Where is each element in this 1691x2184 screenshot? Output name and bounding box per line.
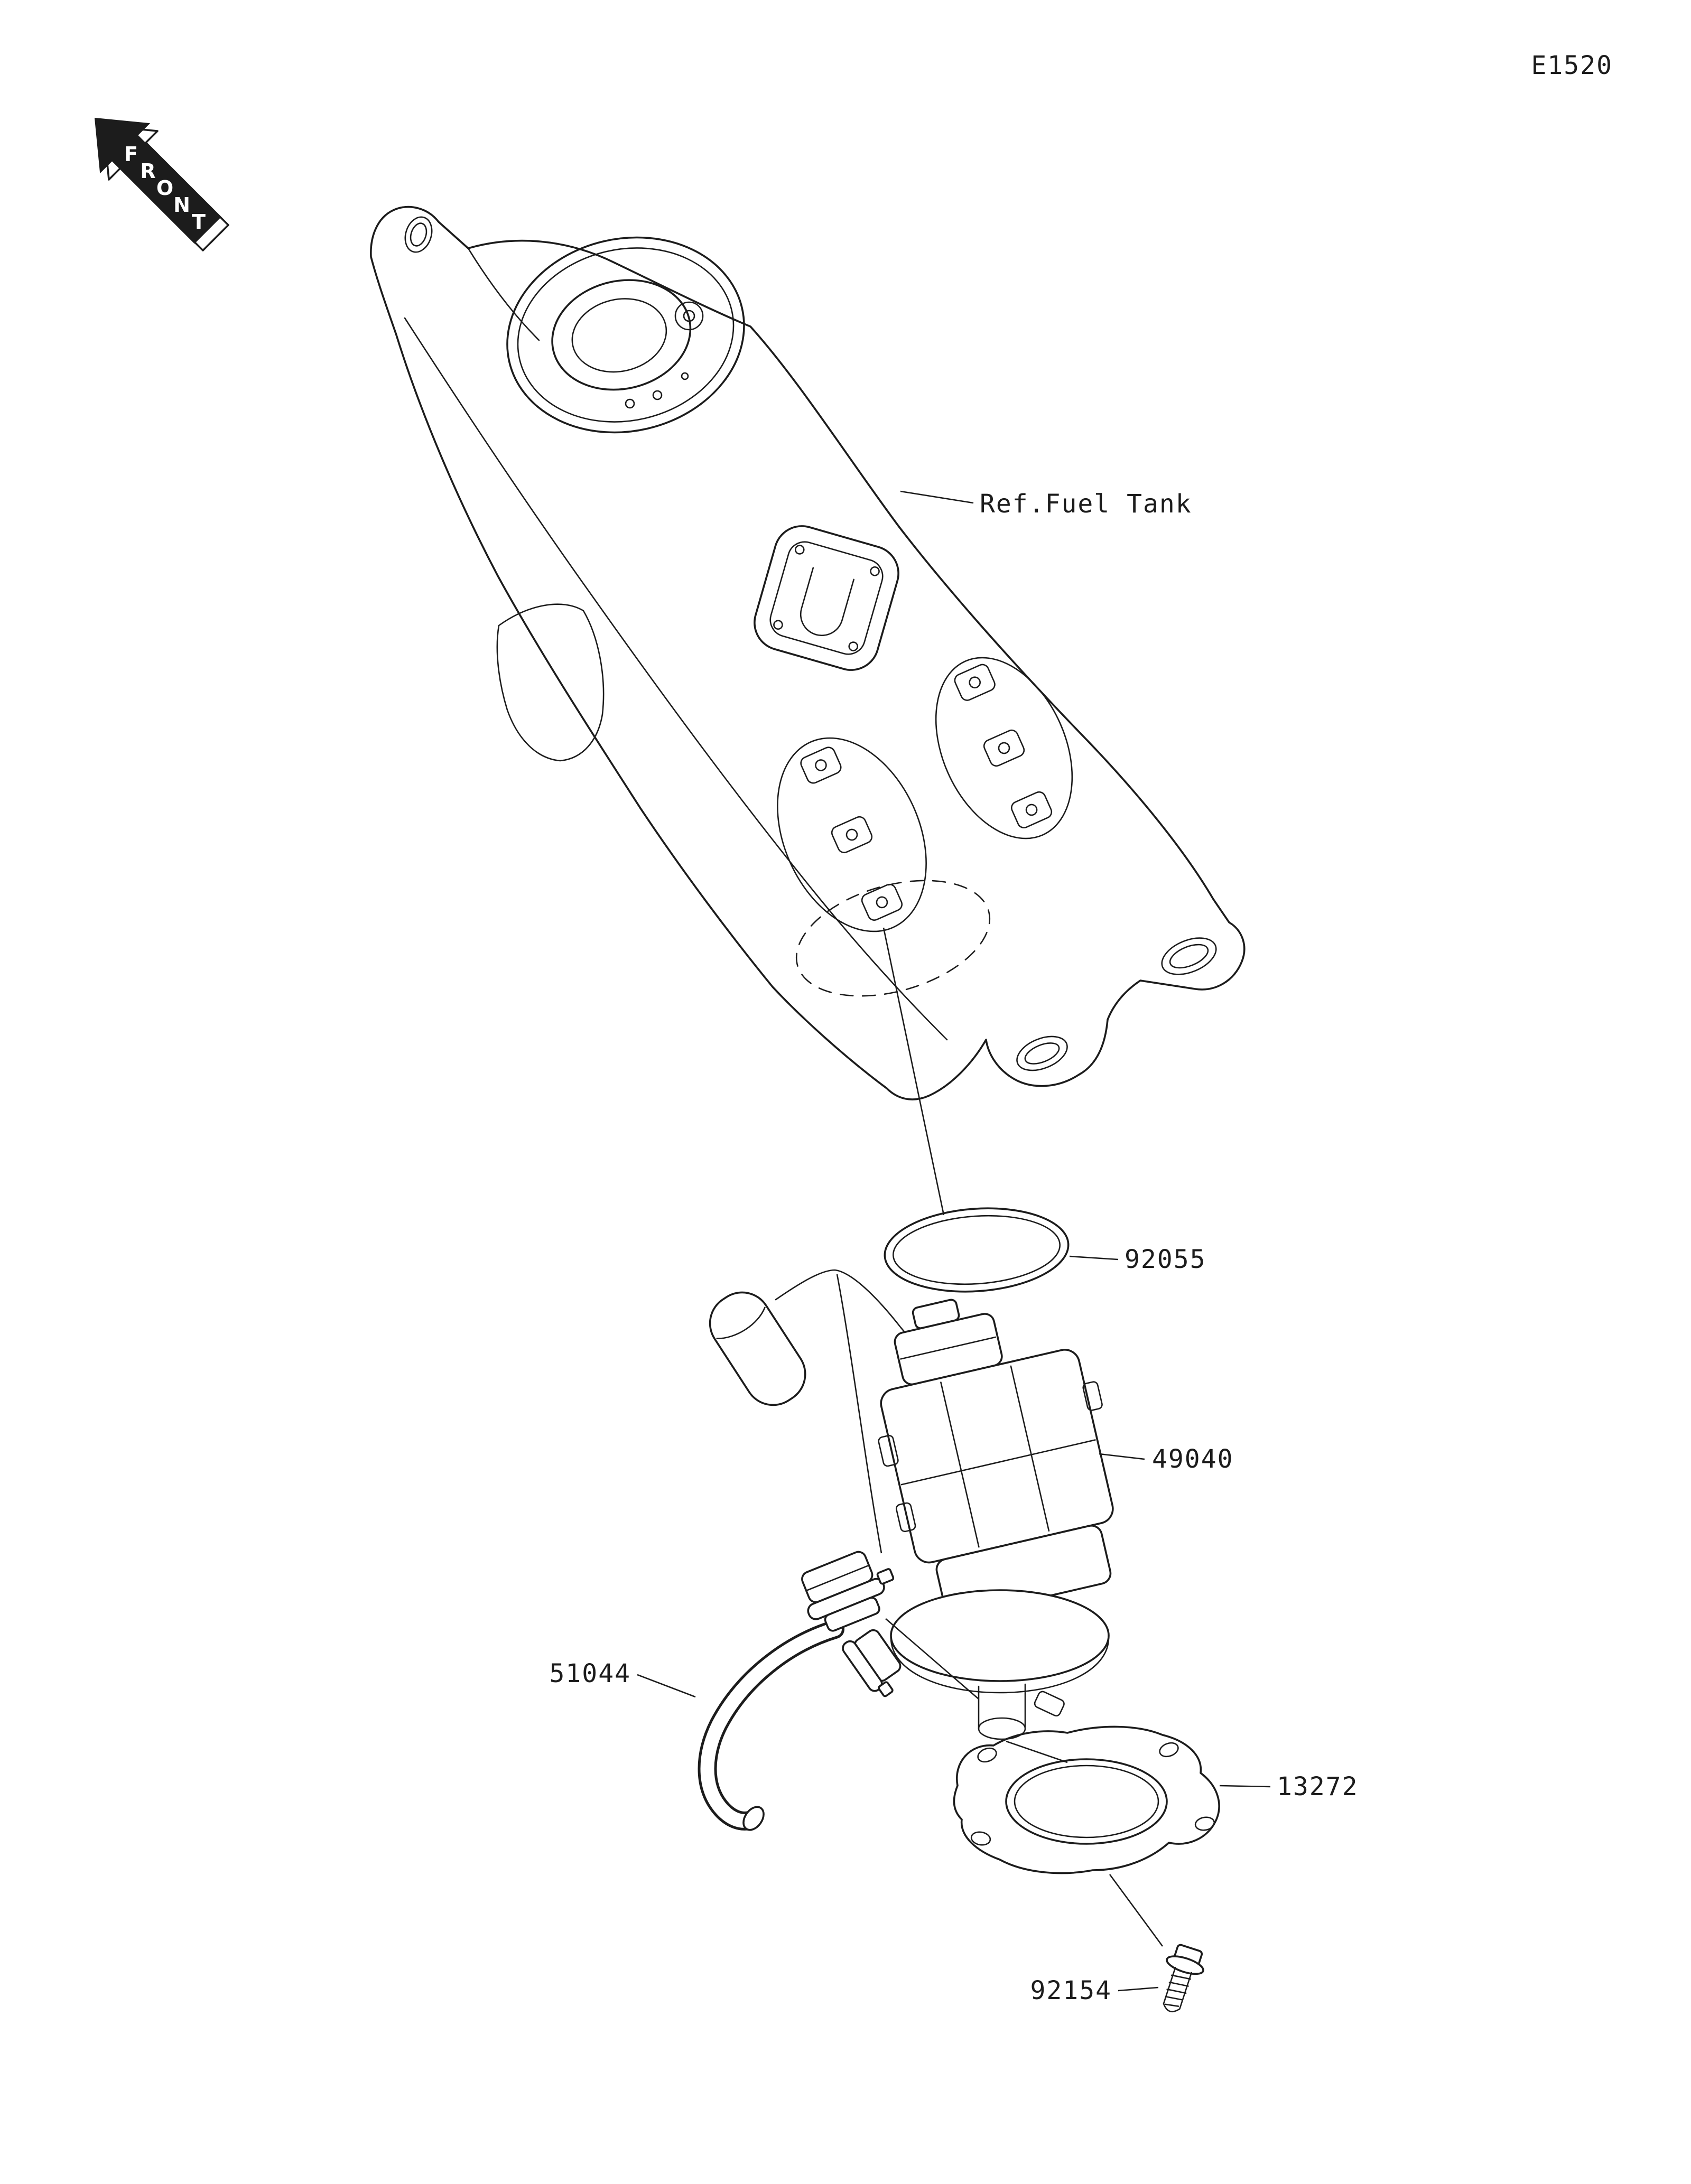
front-arrow-letter: O <box>156 176 173 200</box>
front-arrow-letter: N <box>173 193 190 217</box>
pump-outlet-nub <box>1034 1691 1065 1717</box>
pump-flange <box>890 1589 1110 1682</box>
front-arrow-shape <box>94 117 221 244</box>
pump-flange-rim <box>890 1637 1110 1694</box>
plate-bolt-hole <box>977 1747 997 1763</box>
hose-connection-line <box>885 1618 979 1700</box>
leader-line <box>1118 1986 1159 1992</box>
tank-crease <box>467 247 540 341</box>
tank-outline <box>370 206 1246 1100</box>
plate-bolt-hole <box>1159 1742 1179 1758</box>
fuel-tank-reference-label: Ref.Fuel Tank <box>980 489 1192 519</box>
seal-ring-drawing <box>884 1207 1070 1293</box>
front-arrow-letter: R <box>140 160 155 183</box>
front-arrow-letter: T <box>192 210 206 234</box>
tank-rear-tab-hole <box>1161 937 1217 975</box>
fuel-level-float <box>709 1291 806 1406</box>
part-label-92055: 92055 <box>1125 1245 1206 1274</box>
tank-bracket-detail <box>754 525 899 671</box>
plate-outline <box>953 1725 1220 1874</box>
tank-dot <box>681 372 689 380</box>
flange-bolt-drawing <box>1163 1944 1204 2013</box>
tank-dot <box>652 390 663 400</box>
fuel-pump-drawing <box>709 1269 1114 1740</box>
pump-outlet-end <box>978 1717 1026 1740</box>
fuel-tank-drawing <box>370 206 1246 1100</box>
pump-body <box>878 1299 1114 1618</box>
pump-sender-wire <box>836 1274 882 1554</box>
leader-line <box>1109 1874 1164 1947</box>
tank-pad-detail <box>777 737 927 932</box>
hose-branch-fitting <box>842 1629 902 1697</box>
plate-bolt-hole <box>1194 1816 1215 1831</box>
filler-bolt-center <box>683 310 695 322</box>
page-code-label: E1520 <box>1531 51 1613 80</box>
front-direction-arrow: F R O N T <box>94 117 229 251</box>
part-label-13272: 13272 <box>1277 1772 1359 1802</box>
float-arm <box>775 1269 923 1354</box>
tank-front-tab-hole <box>404 216 433 253</box>
leader-line <box>1069 1255 1119 1261</box>
leader-line <box>1219 1785 1271 1788</box>
leader-line <box>900 490 974 504</box>
tank-pad-detail <box>935 657 1073 839</box>
hose-end-cap <box>742 1806 765 1831</box>
fuel-hose-drawing <box>698 1551 979 1831</box>
plate-bolt-hole <box>970 1831 991 1846</box>
leader-line <box>637 1674 696 1698</box>
part-label-49040: 49040 <box>1152 1444 1234 1474</box>
hose-tube-core <box>700 1622 842 1828</box>
leader-line <box>882 927 945 1216</box>
pump-plate-drawing <box>953 1725 1220 1874</box>
tank-crease <box>404 317 948 1041</box>
pump-opening-hidden-outline <box>795 880 991 997</box>
leader-line <box>1006 1740 1068 1763</box>
part-label-51044: 51044 <box>550 1659 631 1688</box>
hose-fitting <box>801 1551 895 1632</box>
part-label-92154: 92154 <box>1030 1976 1112 2005</box>
tank-recess <box>496 603 605 762</box>
filler-bolt <box>674 301 704 331</box>
leader-line <box>1099 1453 1145 1460</box>
front-arrow-letter: F <box>124 143 138 166</box>
tank-dot <box>625 398 635 409</box>
tank-rear-tab-hole <box>1016 1035 1068 1071</box>
fuel-filler-opening <box>506 236 745 434</box>
